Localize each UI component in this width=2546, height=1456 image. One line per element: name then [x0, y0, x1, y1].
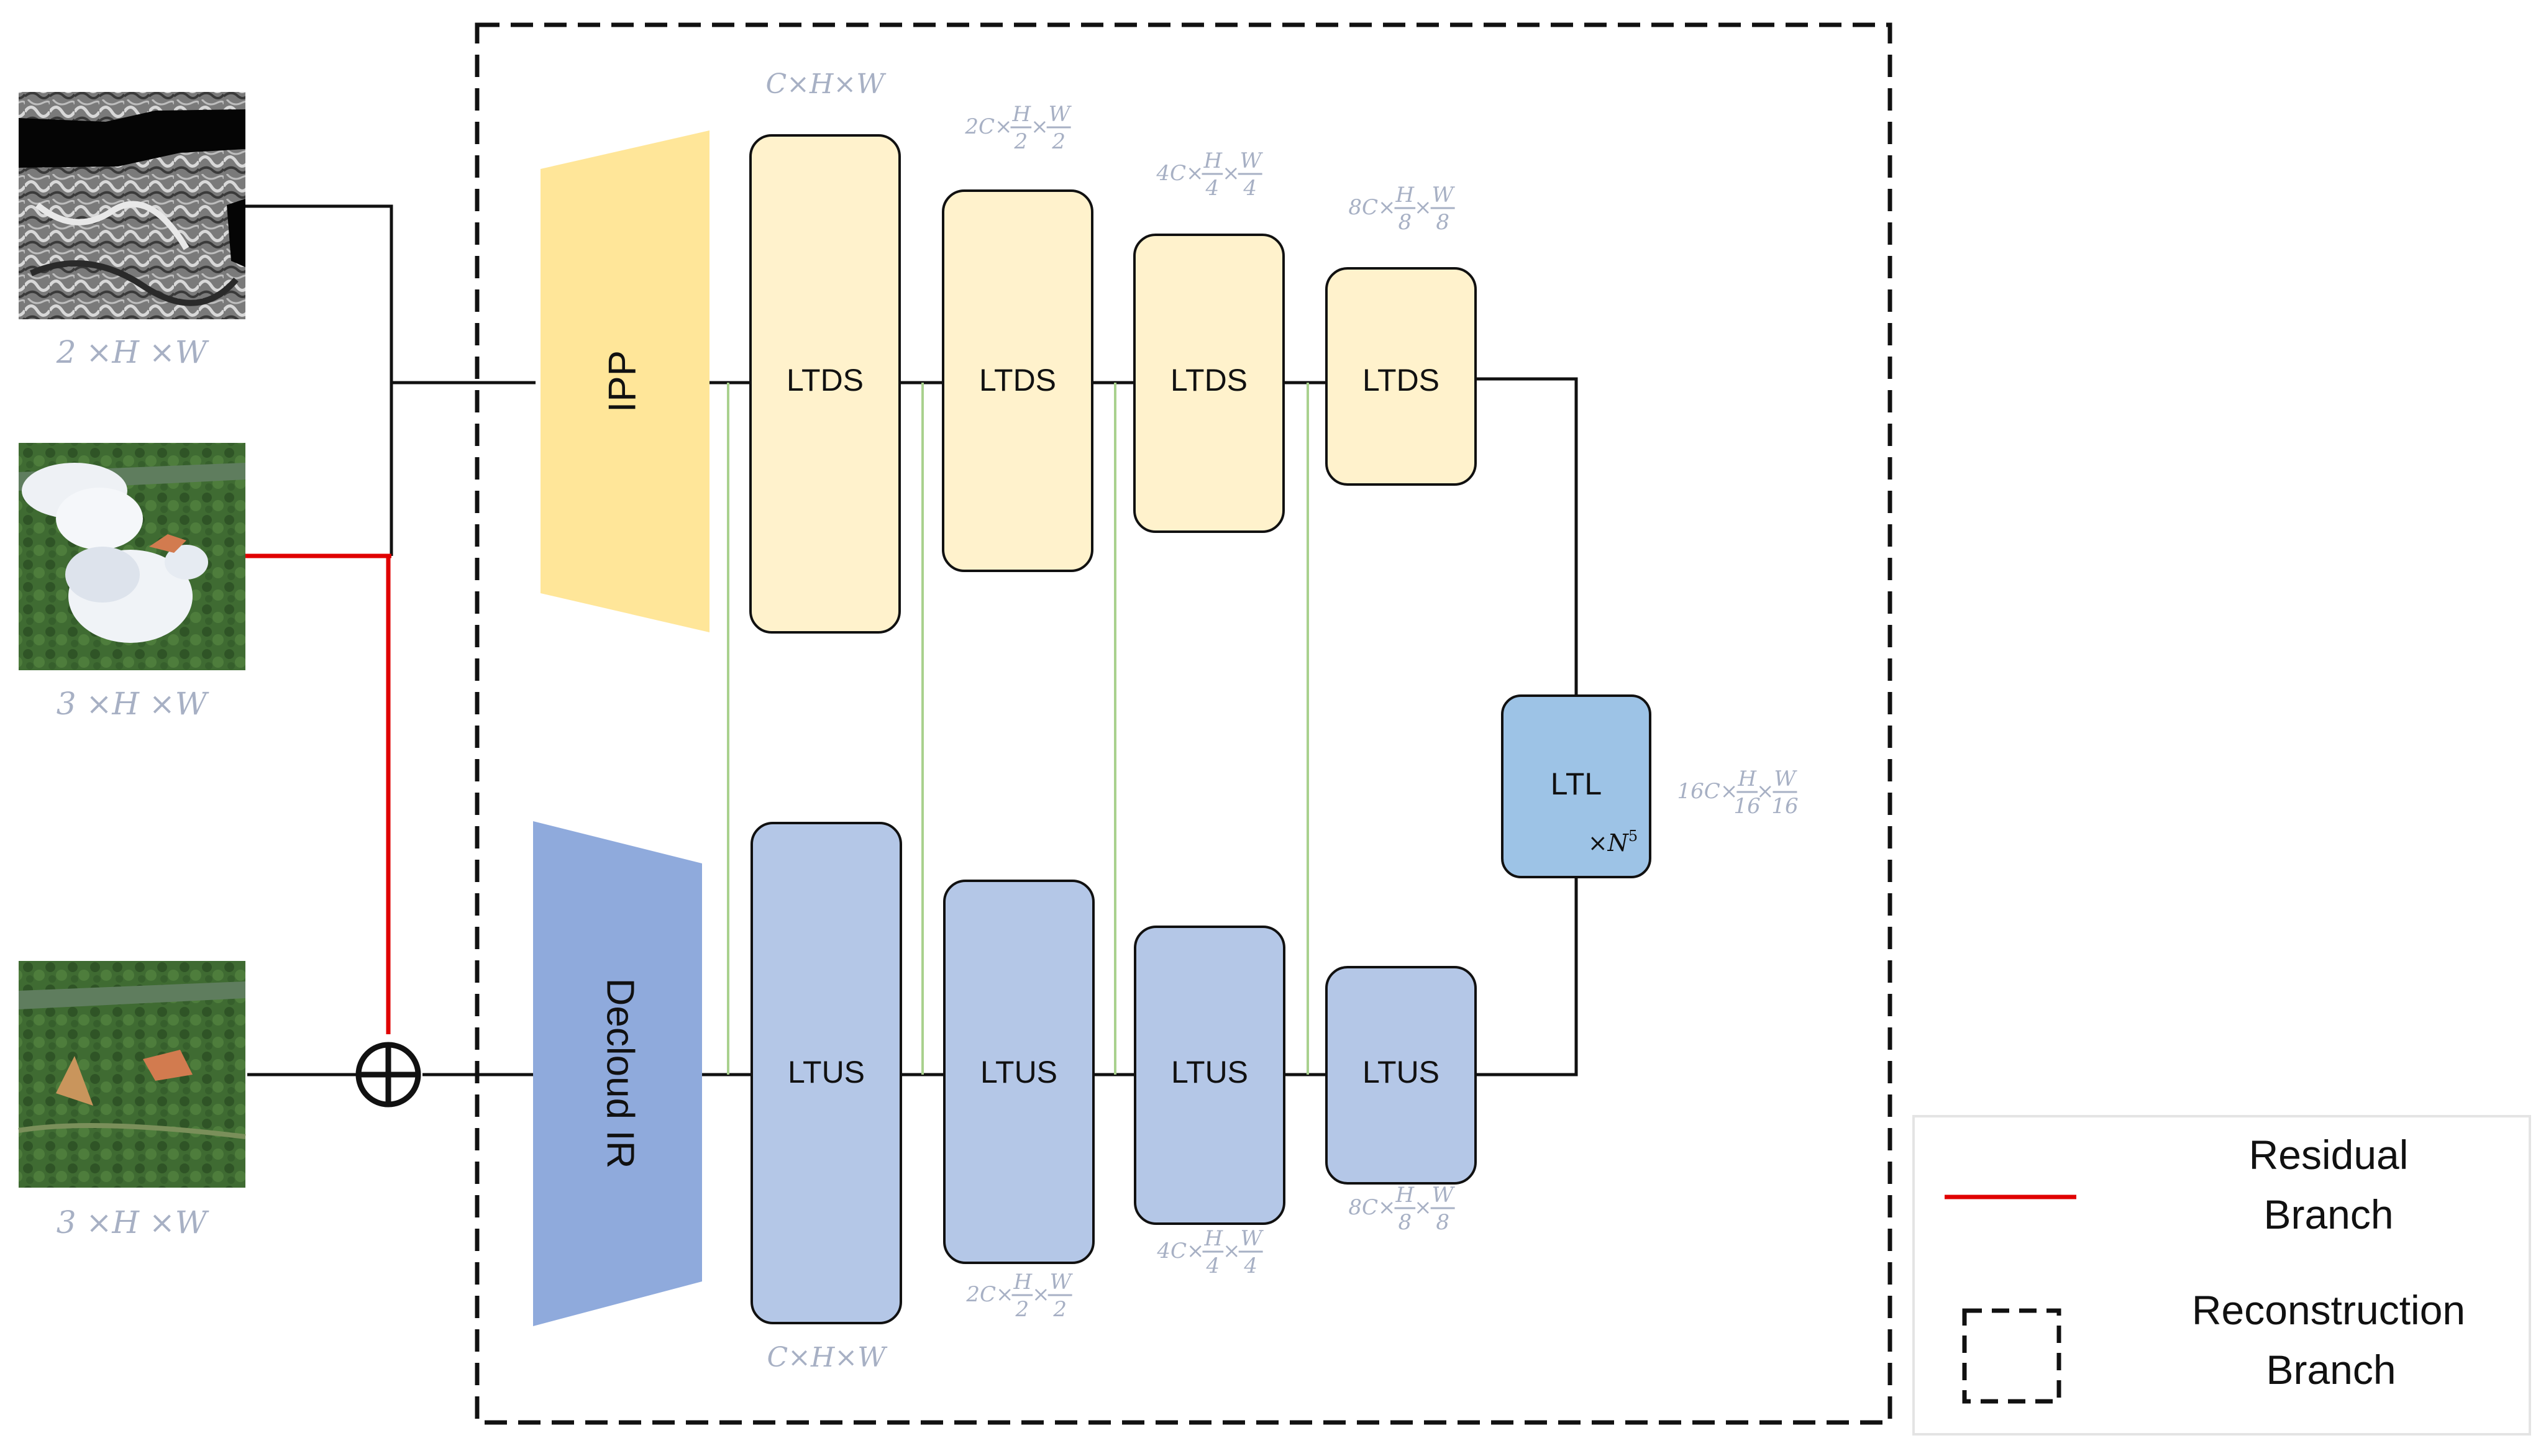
svg-text:2: 2 [1015, 1297, 1029, 1322]
svg-text:4: 4 [1243, 176, 1257, 201]
legend: Residual Branch Reconstruction Branch [1912, 1115, 2531, 1436]
svg-text:2: 2 [1051, 129, 1065, 154]
svg-text:2: 2 [1052, 1297, 1067, 1322]
decoder-dimension-text: C×H×W [767, 1342, 888, 1373]
decloud-ir-module [533, 821, 702, 1326]
encoder-dimension-text: 2C×H×W [964, 102, 1072, 139]
legend-reconstruction-box [1962, 1308, 2061, 1404]
ltl-repeat: ×N5 [1588, 827, 1638, 857]
legend-reconstruction-line1: Reconstruction [2192, 1287, 2465, 1333]
ltus-label: LTUS [1362, 1055, 1440, 1090]
svg-text:16: 16 [1734, 794, 1761, 819]
ltds-label: LTDS [1170, 363, 1248, 398]
decoder-dimension-text: 8C×H×W [1348, 1183, 1455, 1220]
ltus-label: LTUS [788, 1055, 865, 1090]
svg-text:8: 8 [1436, 1210, 1449, 1235]
declouded-output-image [18, 961, 246, 1188]
legend-residual-line1: Residual [2249, 1132, 2409, 1178]
ltds-block: LTDS [1325, 267, 1477, 486]
ltds-block: LTDS [1133, 234, 1285, 533]
encoder-to-ltl-connector [1476, 377, 1578, 696]
svg-text:16: 16 [1771, 794, 1798, 819]
sum-operator-icon [355, 1042, 421, 1108]
connectors [702, 377, 1578, 1076]
sar-input-caption: 2 ×H ×W [56, 334, 209, 370]
legend-box [1912, 1115, 2531, 1436]
ltus-label: LTUS [1171, 1055, 1248, 1090]
ltl-dimension-label-text: 16C×H×W [1677, 767, 1798, 804]
output-caption: 3 ×H ×W [57, 1204, 209, 1240]
decloud-ir-label: Decloud IR [599, 978, 642, 1169]
svg-text:4: 4 [1206, 1254, 1220, 1278]
ltus-block: LTUS [1325, 966, 1477, 1185]
legend-reconstruction-line2: Branch [2266, 1347, 2396, 1393]
cloudy-input-image [19, 443, 245, 670]
reconstruction-branch-frame [475, 22, 1892, 1425]
decoder-dimension-text: 4C×H×W [1156, 1226, 1264, 1263]
ltds-block: LTDS [942, 189, 1093, 572]
svg-text:8: 8 [1398, 210, 1412, 235]
ltds-block: LTDS [749, 134, 901, 634]
ltds-label: LTDS [979, 363, 1056, 398]
ltl-dimension: 16C×H×W16 16 [1677, 767, 1799, 819]
ipp-module [541, 130, 710, 632]
svg-text:4: 4 [1243, 1254, 1257, 1278]
sar-input-image [19, 92, 245, 319]
encoder-dimension-text: C×H×W [766, 68, 887, 100]
ltds-label: LTDS [787, 363, 864, 398]
decoder-dimension: C×H×W [767, 1342, 888, 1373]
ltus-block: LTUS [1134, 926, 1285, 1225]
ltds-label: LTDS [1362, 363, 1440, 398]
ltl-dimension-label: 16C×H×W16 16 [1677, 767, 1799, 819]
skip-connections [727, 383, 1309, 1075]
svg-text:8: 8 [1398, 1210, 1412, 1235]
cloudy-input-caption: 3 ×H ×W [57, 686, 209, 722]
encoder-dimension-text: 4C×H×W [1156, 148, 1263, 186]
encoder-dimension: C×H×W [766, 68, 887, 100]
ltus-label: LTUS [980, 1055, 1057, 1090]
sar-input-connector [245, 204, 393, 556]
svg-text:2: 2 [1014, 129, 1028, 154]
svg-text:8: 8 [1436, 210, 1449, 235]
decoder-dimension-text: 2C×H×W [965, 1270, 1073, 1307]
ltl-label: LTL [1551, 767, 1602, 801]
legend-residual-line2: Branch [2263, 1191, 2393, 1237]
ipp-label: IPP [601, 350, 644, 412]
ltus-block: LTUS [943, 880, 1095, 1264]
ltl-block: LTL ×N5 [1501, 694, 1651, 878]
svg-text:4: 4 [1205, 176, 1220, 201]
ltl-to-decoder-connector [1476, 877, 1578, 1076]
ltus-block: LTUS [751, 822, 902, 1324]
encoder-dimension-text: 8C×H×W [1348, 183, 1455, 220]
